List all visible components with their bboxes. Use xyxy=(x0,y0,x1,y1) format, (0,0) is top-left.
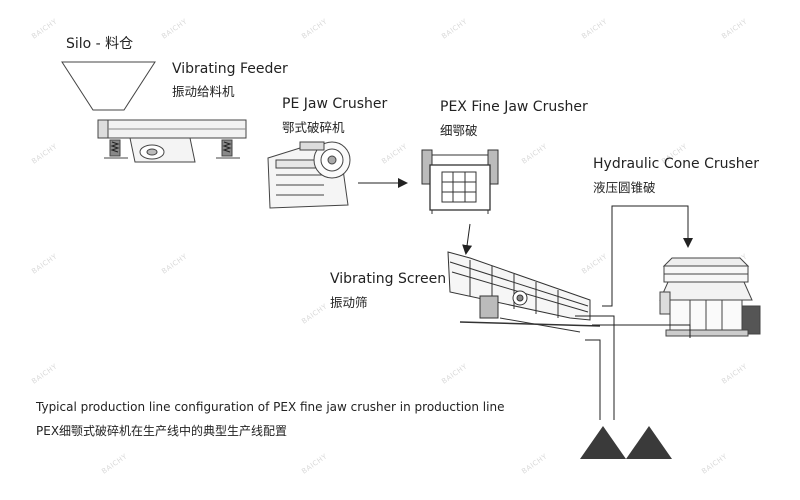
caption-zh: PEX细颚式破碎机在生产线中的典型生产线配置 xyxy=(36,424,288,438)
screen-label-zh: 振动筛 xyxy=(330,295,368,310)
pex-label-zh: 细鄂破 xyxy=(440,123,478,138)
pe-jaw-crusher xyxy=(267,141,351,209)
stockpile-2 xyxy=(626,426,672,459)
silo-hopper xyxy=(61,61,156,111)
feeder-label-en: Vibrating Feeder xyxy=(172,61,288,77)
cone-label-en: Hydraulic Cone Crusher xyxy=(593,156,760,172)
return-line-cone xyxy=(592,324,691,338)
cone-label-zh: 液压圆锥破 xyxy=(593,180,656,195)
pe-jaw-label-en: PE Jaw Crusher xyxy=(282,96,388,112)
line-to-stockpile-2 xyxy=(575,315,615,420)
silo-label: Silo - 料仓 xyxy=(66,36,134,52)
caption-en: Typical production line configuration of… xyxy=(36,400,505,414)
pex-label-en: PEX Fine Jaw Crusher xyxy=(440,99,588,115)
pex-fine-jaw-crusher xyxy=(421,149,499,214)
flow-arrows xyxy=(358,178,693,420)
screen-label-en: Vibrating Screen xyxy=(330,271,447,287)
pe-jaw-label-zh: 鄂式破碎机 xyxy=(282,120,345,135)
feeder-label-zh: 振动给料机 xyxy=(172,84,235,99)
vibrating-screen xyxy=(447,251,601,333)
arrow-screen-to-cone xyxy=(602,205,693,307)
vibrating-feeder xyxy=(97,119,247,163)
stockpiles xyxy=(580,426,672,459)
arrow-pex-to-screen xyxy=(462,223,473,255)
hydraulic-cone-crusher xyxy=(659,257,761,337)
line-to-stockpile-1 xyxy=(585,339,601,420)
stockpile-1 xyxy=(580,426,626,459)
